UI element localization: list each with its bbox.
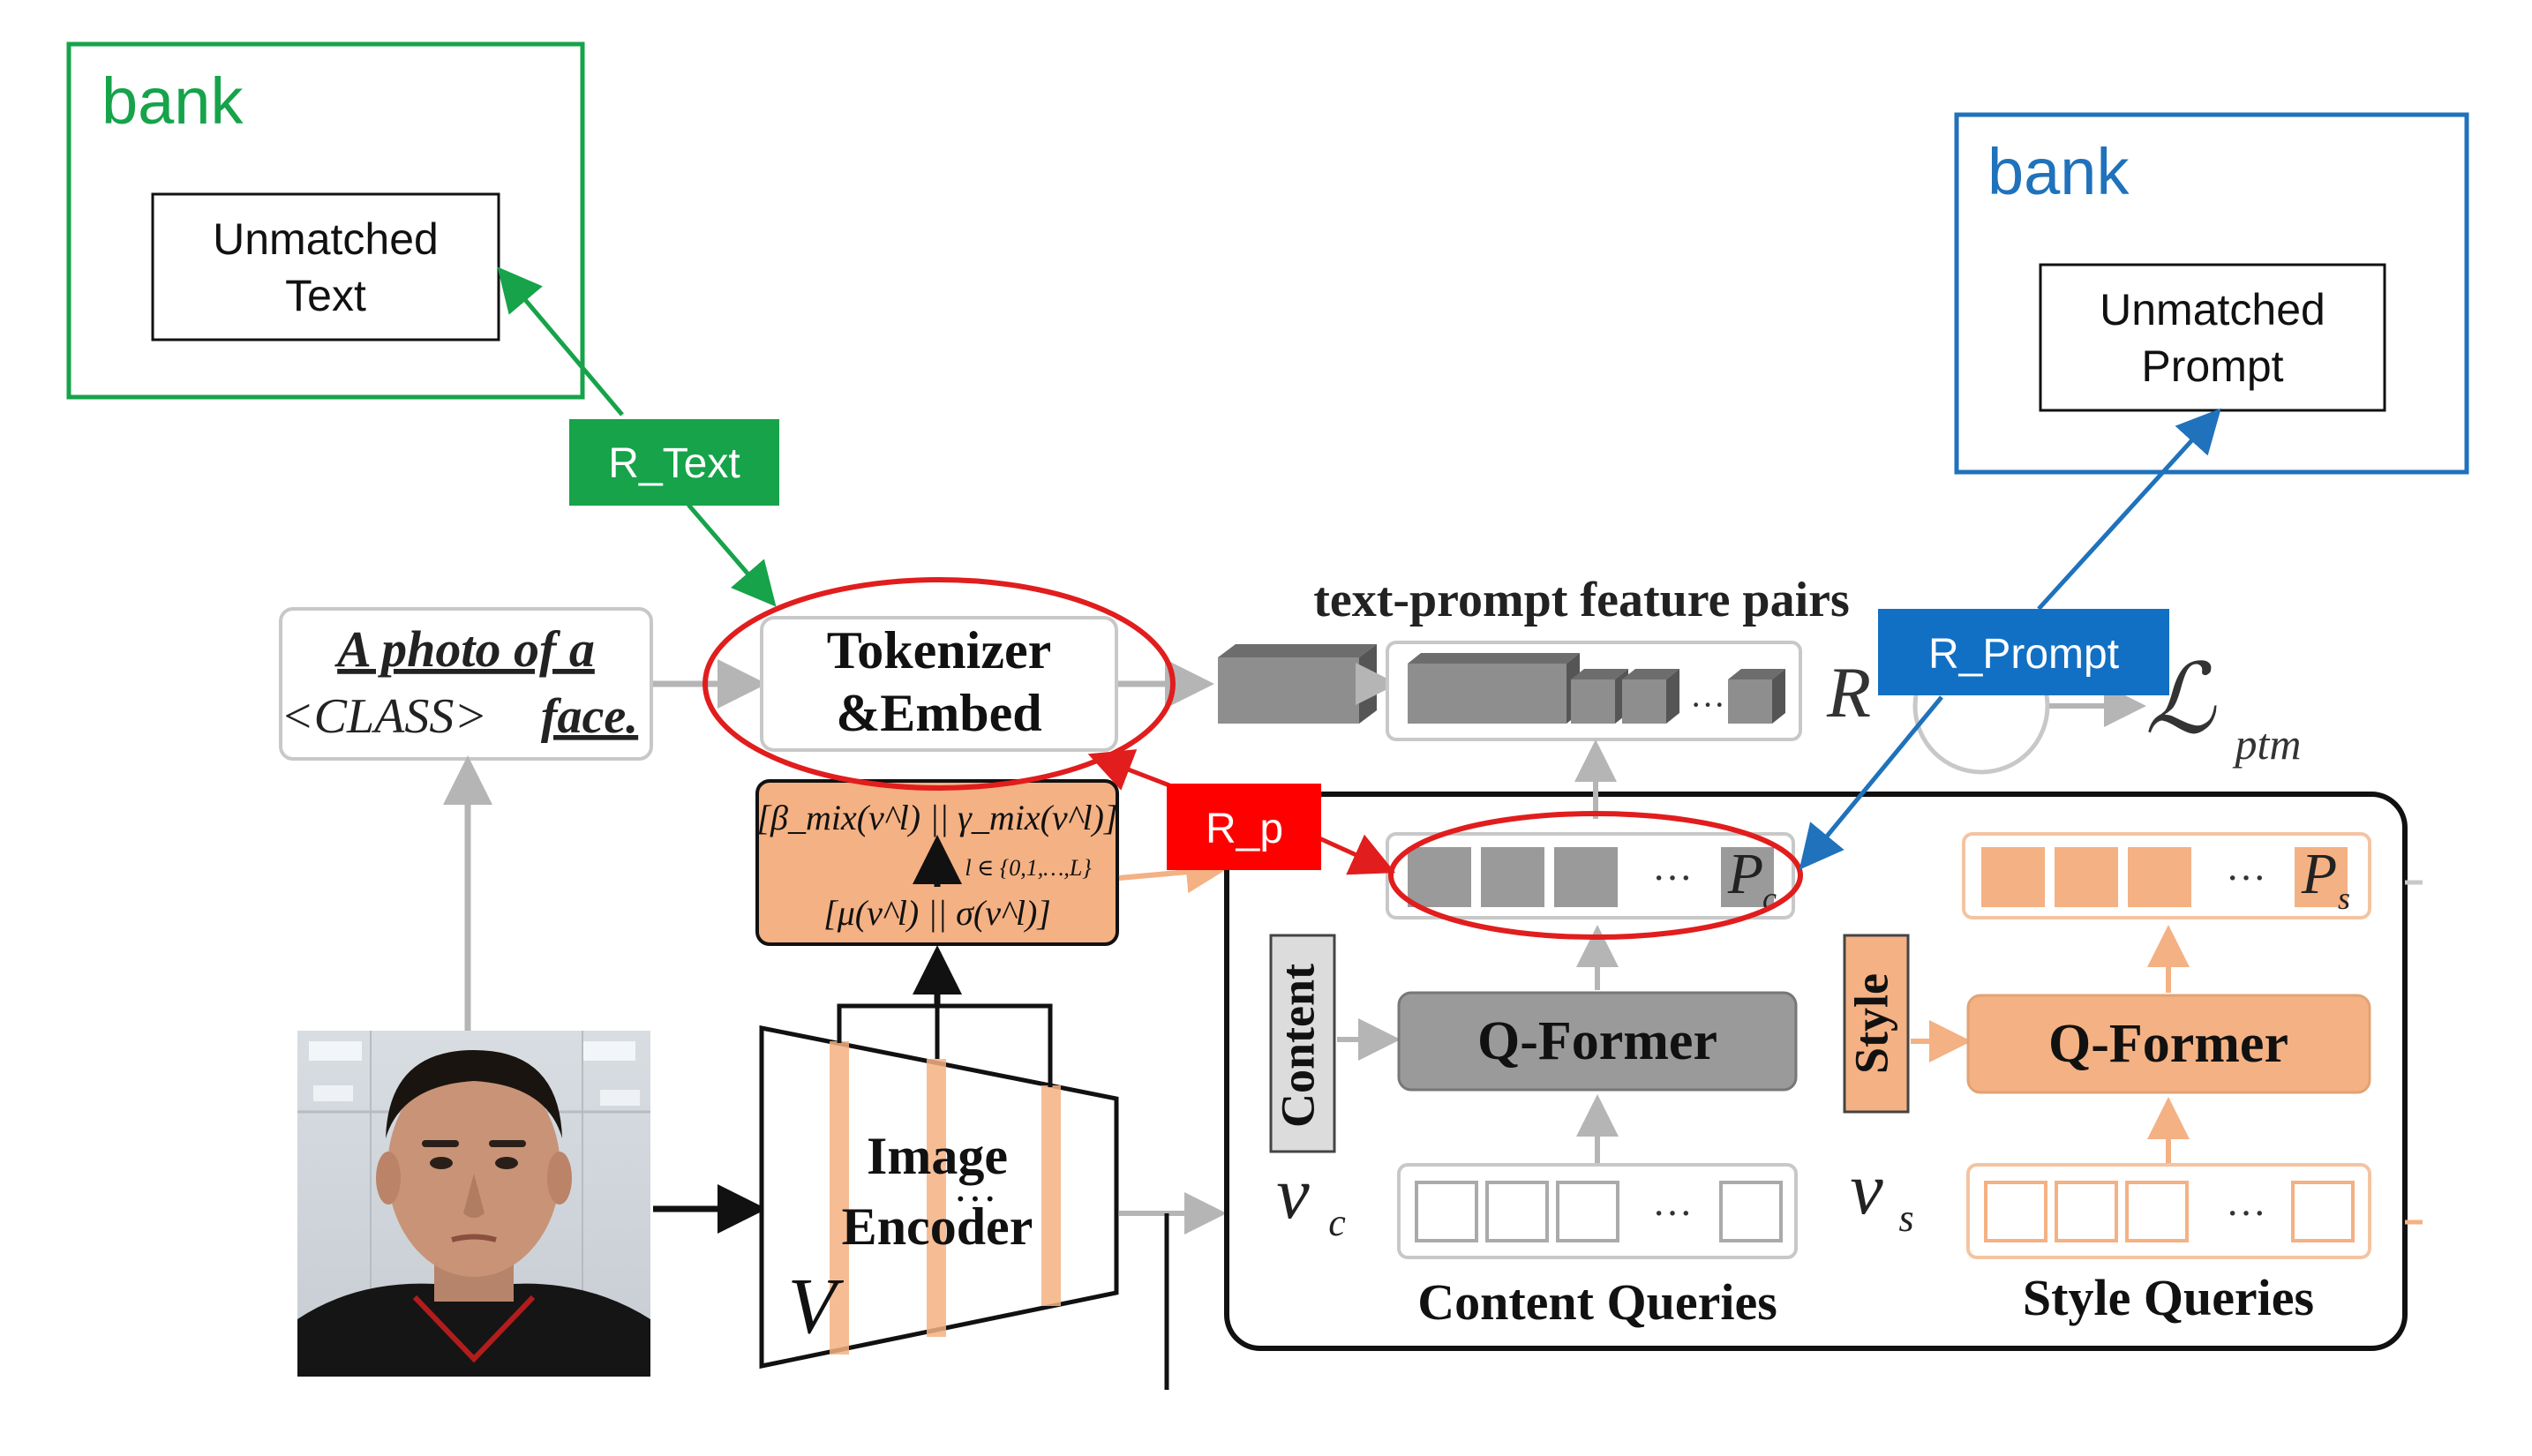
- content-prompt-symbol: P: [1727, 842, 1763, 906]
- encoder-line2: Encoder: [842, 1197, 1033, 1256]
- style-queries-ellipsis: ···: [2226, 1190, 2266, 1235]
- face-photo: [297, 1031, 650, 1377]
- query-panel: [1224, 792, 2408, 1351]
- unmatched-prompt-line2: Prompt: [2141, 341, 2283, 391]
- r-text-label: R_Text: [608, 440, 740, 487]
- style-qformer-label: Q-Former: [2048, 1014, 2288, 1074]
- content-qformer-label: Q-Former: [1477, 1011, 1717, 1071]
- content-prompt-highlight: [1388, 811, 1803, 940]
- mix-line1: [β_mix(v^l) || γ_mix(v^l)]: [756, 798, 1117, 837]
- input-text-class: <CLASS>: [281, 689, 487, 744]
- style-prompt-sub: s: [2338, 881, 2350, 916]
- unmatched-prompt-box: [2039, 263, 2386, 412]
- arrow-rtext-to-bank: [497, 266, 624, 417]
- feature-pairs-ellipsis: ···: [1690, 685, 1725, 724]
- content-prompt-row: ··· P c: [1386, 832, 1795, 919]
- image-encoder: Image Encoder ··· V: [759, 1024, 1119, 1370]
- content-vertical-label: Content: [1271, 964, 1324, 1128]
- r-text-tag: R_Text: [569, 419, 779, 506]
- content-qformer: [1397, 991, 1798, 1092]
- mix-condition: l ∈ {0,1,…,L}: [965, 855, 1092, 881]
- text-bank-title: bank: [101, 64, 244, 138]
- tokenizer-line1: Tokenizer: [827, 621, 1051, 679]
- r-prompt-label: R_Prompt: [1928, 631, 2119, 678]
- unmatched-prompt-line1: Unmatched: [2100, 285, 2325, 334]
- arrow-rprompt-to-pc: [1799, 695, 1943, 870]
- tokenizer-box: Tokenizer &Embed: [760, 616, 1118, 752]
- style-var-symbol: v: [1850, 1148, 1883, 1230]
- input-text-line1: A photo of a: [334, 620, 595, 678]
- r-prompt-tag: R_Prompt: [1878, 609, 2169, 695]
- content-var-sub: c: [1328, 1201, 1346, 1244]
- style-mix-box: [β_mix(v^l) || γ_mix(v^l)] l ∈ {0,1,…,L}…: [755, 779, 1119, 946]
- style-prompt-ellipsis: ···: [2226, 855, 2266, 900]
- r-symbol: R: [1826, 652, 1871, 732]
- input-text-face: face.: [541, 689, 638, 744]
- unmatched-text-line2: Text: [285, 271, 366, 320]
- unmatched-text-line1: Unmatched: [213, 214, 439, 264]
- content-queries-label: Content Queries: [1417, 1273, 1777, 1331]
- style-prompt-row: ··· P s: [1962, 832, 2371, 919]
- style-qformer: [1966, 994, 2371, 1094]
- arrow-rprompt-to-bank: [2037, 408, 2221, 611]
- content-var-symbol: v: [1276, 1152, 1310, 1235]
- arrow-rp-to-tokenizer: [1087, 749, 1170, 791]
- input-text-box: A photo of a <CLASS> face.: [279, 607, 653, 761]
- encoder-layer-bracket: [837, 1003, 1053, 1087]
- style-var-sub: s: [1898, 1197, 1913, 1240]
- r-p-label: R_p: [1206, 806, 1283, 852]
- style-queries-label: Style Queries: [2023, 1269, 2314, 1326]
- encoder-symbol: V: [788, 1263, 845, 1350]
- feature-pairs-container: ···: [1386, 641, 1802, 741]
- style-branch: Style v s Q-Former ··· Style Queries: [1843, 925, 2371, 1326]
- content-prompt-ellipsis: ···: [1652, 855, 1693, 900]
- arrow-rp-to-pc: [1318, 834, 1396, 875]
- unmatched-text-box: [151, 192, 500, 341]
- text-bank: bank Unmatched Text: [66, 41, 585, 400]
- encoder-ellipsis: ···: [953, 1174, 997, 1223]
- encoder-line1: Image: [867, 1127, 1008, 1185]
- prompt-bank-title: bank: [1987, 135, 2130, 208]
- tokenizer-line2: &Embed: [836, 684, 1041, 742]
- loss-subscript: ptm: [2233, 719, 2302, 769]
- feature-pairs-title: text-prompt feature pairs: [1313, 573, 1850, 627]
- content-branch: Content v c Q-Former ··· Content Queries: [1269, 925, 1798, 1331]
- tokenizer-highlight: [702, 577, 1176, 791]
- mix-line2: [μ(v^l) || σ(v^l)]: [823, 893, 1051, 933]
- content-queries-ellipsis: ···: [1652, 1190, 1693, 1235]
- style-prompt-symbol: P: [2301, 842, 2337, 906]
- style-vertical-label: Style: [1845, 973, 1897, 1074]
- embedding-block: [1218, 644, 1377, 724]
- arrow-rtext-to-tokenizer: [687, 503, 777, 607]
- prompt-bank: bank Unmatched Prompt: [1954, 112, 2469, 475]
- arrow-mix-to-panel: [1118, 851, 1228, 894]
- r-p-tag: R_p: [1167, 784, 1321, 870]
